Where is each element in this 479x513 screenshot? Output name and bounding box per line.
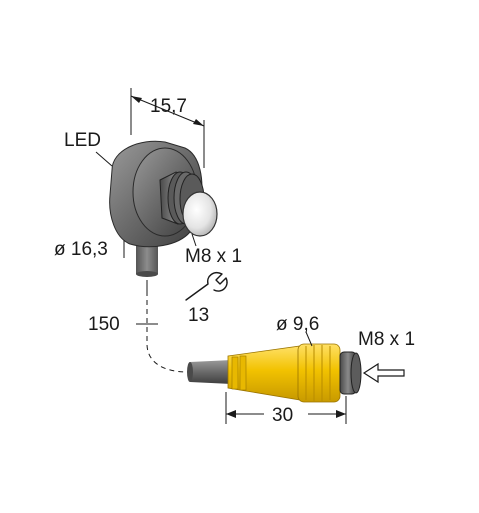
sensor-diameter-callout: ø 16,3 [54,239,125,260]
yellow-connector [227,343,341,403]
led-label: LED [64,130,101,151]
connector-diameter-callout: ø 9,6 [276,314,319,347]
wrench-icon [185,272,228,301]
connector-coupling [339,351,362,395]
led-callout: LED [64,130,113,167]
arrow-left-icon [362,362,405,384]
sensor-diameter-label: ø 16,3 [54,239,108,260]
connector-diameter-label: ø 9,6 [276,314,319,335]
sensor-thread-label: M8 x 1 [185,246,242,267]
connector-thread-label: M8 x 1 [358,329,415,350]
connector-thread-callout: M8 x 1 [358,329,415,384]
width-dimension: 15,7 [130,88,205,168]
cable-length-dimension: 150 [88,280,189,373]
connector-cable [187,360,232,384]
connector-length-label: 30 [272,405,293,426]
connector-length-dimension: 30 [225,392,347,426]
sensor-body [109,140,218,248]
width-label: 15,7 [150,96,187,117]
wrench-size-label: 13 [188,305,209,326]
cable-length-label: 150 [88,314,120,335]
sensor-thread-callout: M8 x 1 [185,233,242,267]
sensor-lens [182,191,218,237]
